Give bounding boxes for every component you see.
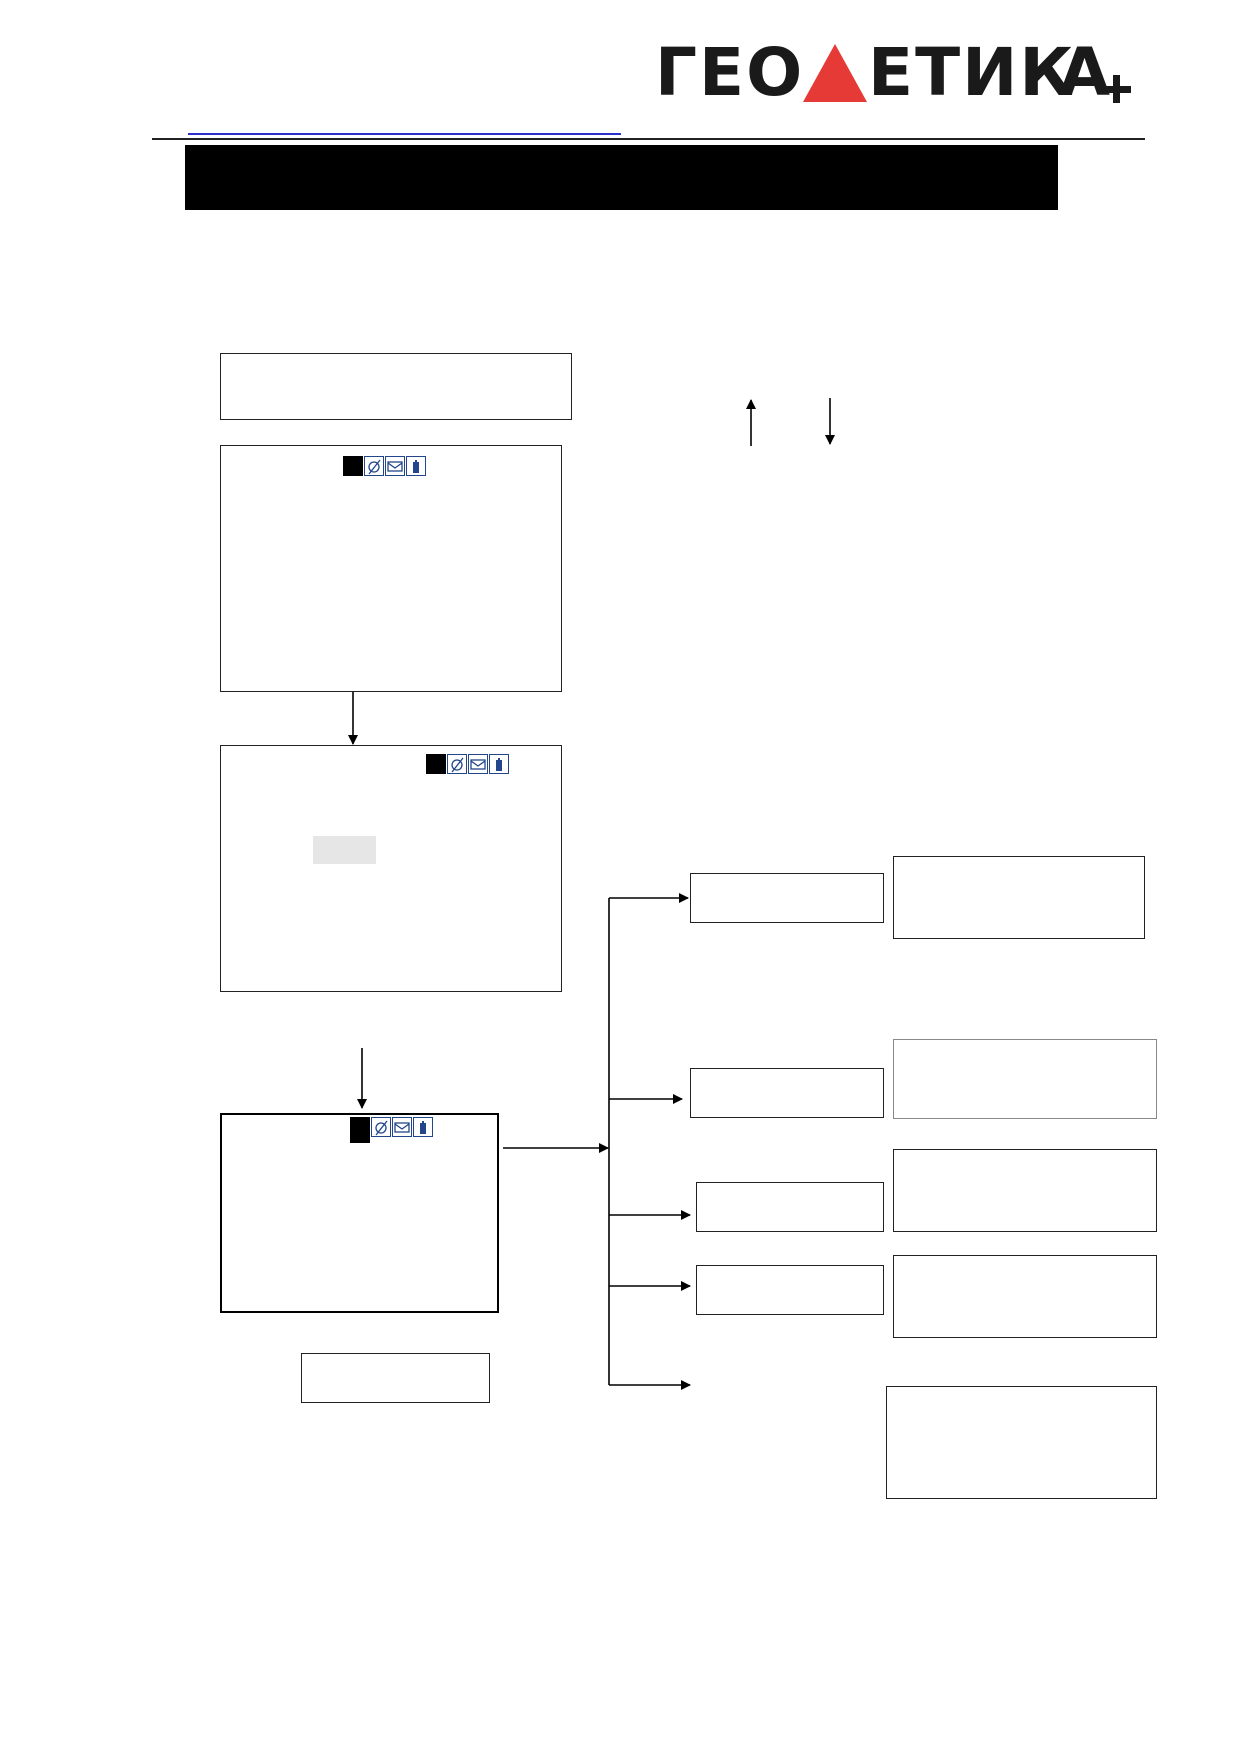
battery-icon xyxy=(413,1117,433,1137)
section-title-bar xyxy=(185,145,1058,210)
mode-icon xyxy=(343,456,363,476)
memory-card-icon xyxy=(392,1117,412,1137)
caption-box-top xyxy=(220,353,572,420)
header-link[interactable] xyxy=(188,133,621,135)
screen-2 xyxy=(220,745,562,992)
battery-icon xyxy=(406,456,426,476)
mode-icon xyxy=(350,1117,370,1143)
description-box-3 xyxy=(893,1149,1157,1232)
logo-triangle xyxy=(803,44,867,102)
no-signal-icon xyxy=(447,754,467,774)
selected-item-highlight[interactable] xyxy=(313,836,376,864)
company-logo: ГЕО ЕТИК A xyxy=(655,40,1135,110)
description-box-1 xyxy=(893,856,1145,939)
header-divider xyxy=(152,138,1145,140)
caption-box-bottom xyxy=(301,1353,490,1403)
status-icons xyxy=(426,754,510,776)
memory-card-icon xyxy=(385,456,405,476)
memory-card-icon xyxy=(468,754,488,774)
screen-3 xyxy=(220,1113,499,1313)
description-box-4 xyxy=(893,1255,1157,1338)
mode-icon xyxy=(426,754,446,774)
menu-item-box-3 xyxy=(696,1182,884,1232)
description-box-5 xyxy=(886,1386,1157,1499)
no-signal-icon xyxy=(364,456,384,476)
description-box-2 xyxy=(893,1039,1157,1119)
no-signal-icon xyxy=(371,1117,391,1137)
screen-1 xyxy=(220,445,562,692)
menu-item-box-1 xyxy=(690,873,884,923)
menu-item-box-4 xyxy=(696,1265,884,1315)
battery-icon xyxy=(489,754,509,774)
menu-item-box-2 xyxy=(690,1068,884,1118)
status-icons xyxy=(350,1117,434,1143)
status-icons xyxy=(343,456,427,478)
